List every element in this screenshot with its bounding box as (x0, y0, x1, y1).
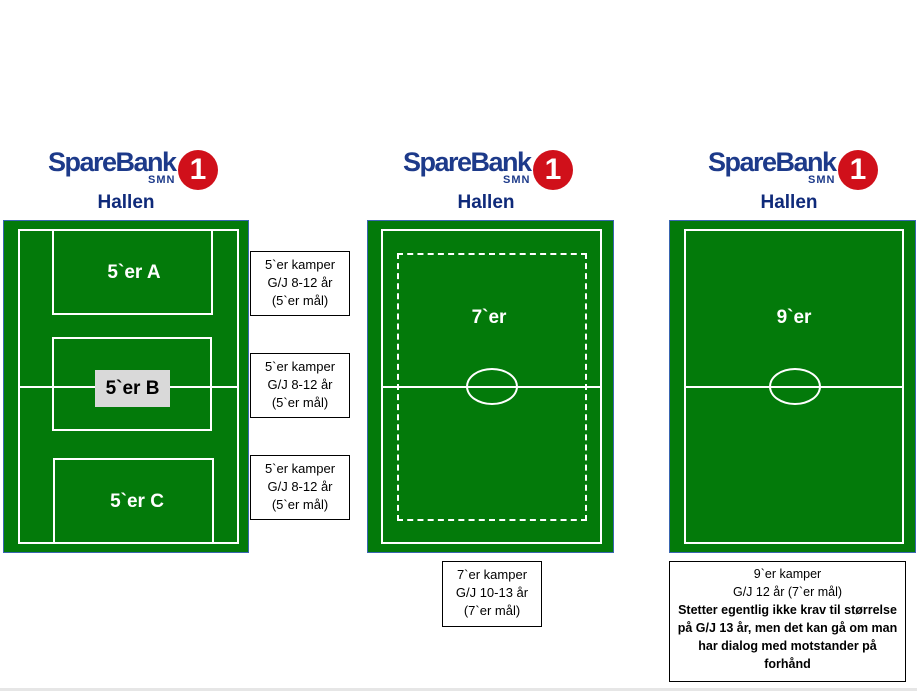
pitch-5er: 5`er A 5`er B 5`er C (3, 220, 249, 553)
logo-sub: SMN (148, 174, 176, 186)
bottom-divider (0, 688, 917, 691)
center-circle (769, 368, 821, 405)
subfield-c (53, 458, 214, 544)
note-bold-text: Stetter egentlig ikke krav til størrelse… (677, 603, 898, 671)
field-label-c: 5`er C (110, 491, 164, 512)
note-line: G/J 8-12 år (267, 377, 333, 392)
field-label-9er: 9`er (776, 307, 812, 328)
pitch-9er: 9`er (669, 220, 916, 553)
note-line: G/J 10-13 år (455, 585, 529, 600)
field-label-a: 5`er A (107, 262, 161, 283)
logo-text: SpareBank (403, 147, 532, 177)
note-line: 7`er kamper (456, 567, 528, 582)
7er-area (397, 253, 587, 521)
subfield-a (52, 229, 213, 315)
logo-mark: 1 (838, 150, 878, 190)
subfield-b (52, 337, 212, 431)
note-line: G/J 8-12 år (267, 479, 333, 494)
venue-title: Hallen (457, 192, 515, 213)
note-line: 5`er kamper (264, 257, 336, 272)
note-line: G/J 8-12 år (267, 275, 333, 290)
logo-mark: 1 (178, 150, 218, 190)
logo-text: SpareBank (48, 147, 177, 177)
venue-title: Hallen (760, 192, 818, 213)
note-line: (5`er mål) (271, 497, 329, 512)
note-line: G/J 12 år (7`er mål) (732, 585, 843, 599)
note-line: 5`er kamper (264, 359, 336, 374)
pitch-7er: 7`er (367, 220, 614, 553)
note-line: 9`er kamper (753, 567, 822, 581)
logo-sub: SMN (503, 174, 531, 186)
field-label-7er: 7`er (471, 307, 507, 328)
note-line: (5`er mål) (271, 395, 329, 410)
note-line: (5`er mål) (271, 293, 329, 308)
center-circle (466, 368, 518, 405)
venue-title: Hallen (97, 192, 155, 213)
logo-sub: SMN (808, 174, 836, 186)
logo-text: SpareBank (708, 147, 837, 177)
note-line: (7`er mål) (463, 603, 521, 618)
note-line: 5`er kamper (264, 461, 336, 476)
logo-mark: 1 (533, 150, 573, 190)
field-label-b: 5`er B (95, 370, 170, 407)
